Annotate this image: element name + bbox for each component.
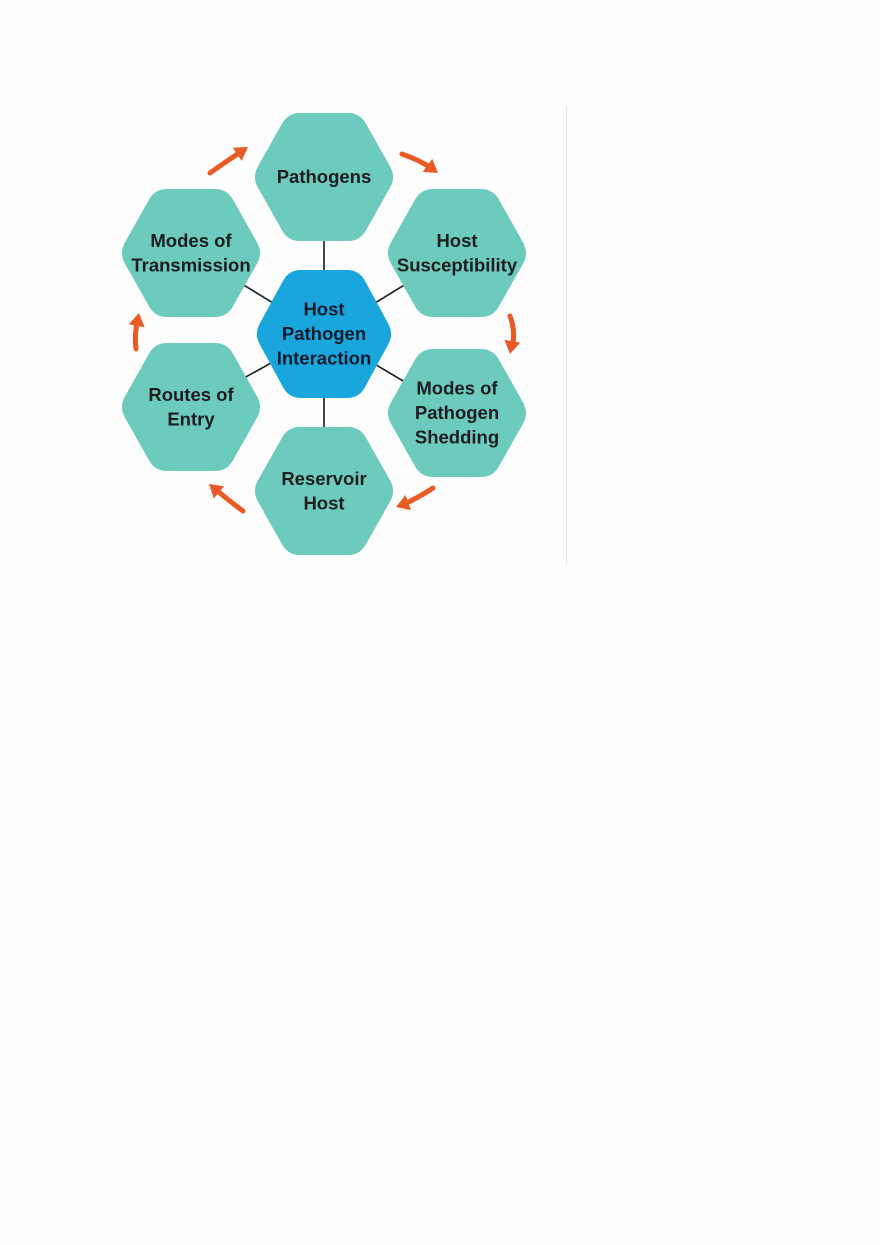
cycle-arrow-3 — [504, 313, 521, 354]
hexagon-shape — [387, 189, 527, 317]
hex-label-line: Pathogens — [277, 166, 372, 187]
hex-label-line: Susceptibility — [397, 254, 518, 275]
cycle-arrow-4 — [396, 485, 436, 511]
hexagon-shape — [254, 427, 394, 555]
hex-label-line: Host — [303, 299, 344, 320]
hex-label-line: Modes of — [150, 230, 232, 251]
hexagon-shape — [254, 113, 394, 241]
hexagon-shape — [121, 189, 261, 317]
center-hexagon-shape — [256, 270, 392, 398]
hexagon-shape — [121, 343, 261, 471]
hex-label-line: Transmission — [131, 254, 250, 275]
hex-label-line: Entry — [167, 408, 215, 429]
hex-label-line: Reservoir — [281, 468, 366, 489]
cycle-arrow-1 — [207, 147, 248, 176]
cycle-arrow-2 — [399, 151, 438, 173]
connector-line-routes-of-entry — [245, 360, 276, 378]
hex-label-line: Interaction — [277, 348, 372, 369]
connector-line-host-susceptibility — [371, 284, 405, 306]
hex-label-line: Shedding — [415, 427, 499, 448]
hexagon-shape — [387, 349, 527, 477]
hex-label-line: Modes of — [416, 378, 498, 399]
hex-label-line: Pathogen — [415, 402, 499, 423]
hex-label-line: Routes of — [148, 384, 234, 405]
hex-label-line: Host — [436, 230, 477, 251]
connector-line-modes-of-pathogen-shedding — [371, 361, 405, 382]
node-pathogens: Pathogens — [254, 113, 394, 241]
connector-line-modes-of-transmission — [243, 284, 277, 306]
hex-label-line: Pathogen — [282, 323, 366, 344]
page-divider — [566, 106, 567, 564]
cycle-arrow-6 — [128, 313, 145, 352]
node-routes-of-entry: Routes of Entry — [121, 343, 261, 471]
cycle-arrow-5 — [209, 484, 246, 514]
node-modes-of-transmission: Modes of Transmission — [121, 189, 261, 317]
hex-label-line: Host — [303, 492, 344, 513]
